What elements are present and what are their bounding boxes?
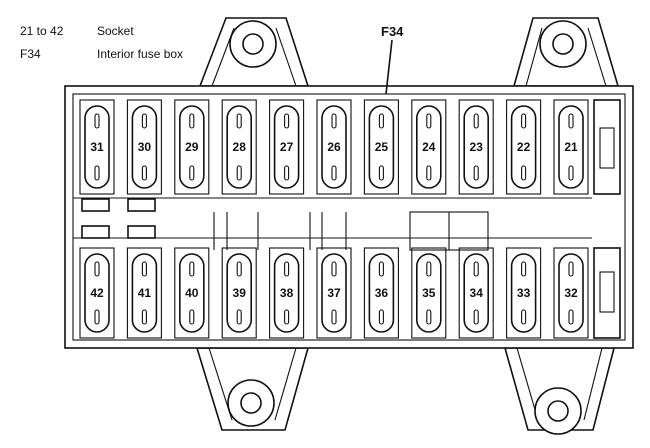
mount-bottom-left [195, 347, 310, 431]
legend: 21 to 42 Socket F34 Interior fuse box [20, 24, 183, 61]
fuse-label: 34 [470, 286, 484, 300]
fuse-39: 39 [221, 247, 257, 339]
legend-code-2: F34 [20, 47, 41, 61]
fuse-label: 31 [90, 140, 104, 154]
fuse-label: 32 [564, 286, 578, 300]
fuse-21: 21 [553, 99, 589, 195]
fuse-label: 30 [138, 140, 152, 154]
fuse-37: 37 [316, 247, 352, 339]
fuse-box: 31 30 29 28 27 26 25 24 23 22 21 42 41 40 39 38 37 36 35 3… [64, 85, 634, 349]
fuse-24: 24 [411, 99, 447, 195]
fuse-row-top: 31 30 29 28 27 26 25 24 23 22 21 [79, 99, 589, 195]
fuse-label: 26 [327, 140, 341, 154]
fuse-26: 26 [316, 99, 352, 195]
fuse-label: 37 [327, 286, 341, 300]
fuse-label: 38 [280, 286, 294, 300]
fuse-label: 22 [517, 140, 531, 154]
fuse-42: 42 [79, 247, 115, 339]
middle-slots [81, 198, 489, 251]
fuse-40: 40 [174, 247, 210, 339]
fuse-36: 36 [363, 247, 399, 339]
fuse-22: 22 [506, 99, 542, 195]
fuse-label: 33 [517, 286, 531, 300]
callout: F34 [381, 24, 404, 95]
fuse-34: 34 [458, 247, 494, 339]
fuse-label: 36 [375, 286, 389, 300]
fuse-label: 29 [185, 140, 199, 154]
fuse-row-bottom: 42 41 40 39 38 37 36 35 34 33 32 [79, 247, 589, 339]
fuse-25: 25 [363, 99, 399, 195]
legend-code-1: 21 to 42 [20, 24, 64, 38]
fuse-41: 41 [126, 247, 162, 339]
callout-label: F34 [381, 24, 404, 39]
mount-top-right [512, 17, 620, 87]
fuse-31: 31 [79, 99, 115, 195]
fuse-label: 21 [564, 140, 578, 154]
fuse-label: 28 [233, 140, 247, 154]
fuse-28: 28 [221, 99, 257, 195]
side-connector [593, 99, 621, 339]
fuse-33: 33 [506, 247, 542, 339]
fuse-label: 25 [375, 140, 389, 154]
legend-desc-1: Socket [97, 24, 134, 38]
mount-top-left [198, 17, 310, 87]
fuse-29: 29 [174, 99, 210, 195]
legend-desc-2: Interior fuse box [97, 47, 183, 61]
fuse-27: 27 [269, 99, 305, 195]
fuse-label: 27 [280, 140, 294, 154]
mounting-brackets [195, 17, 620, 435]
fuse-32: 32 [553, 247, 589, 339]
fuse-label: 23 [470, 140, 484, 154]
fuse-label: 35 [422, 286, 436, 300]
fuse-35: 35 [411, 247, 447, 339]
fuse-label: 42 [90, 286, 104, 300]
fuse-label: 39 [233, 286, 247, 300]
fuse-23: 23 [458, 99, 494, 195]
fuse-label: 24 [422, 140, 436, 154]
fuse-label: 40 [185, 286, 199, 300]
fuse-label: 41 [138, 286, 152, 300]
fuse-30: 30 [126, 99, 162, 195]
fuse-38: 38 [269, 247, 305, 339]
mount-bottom-right [503, 347, 616, 435]
